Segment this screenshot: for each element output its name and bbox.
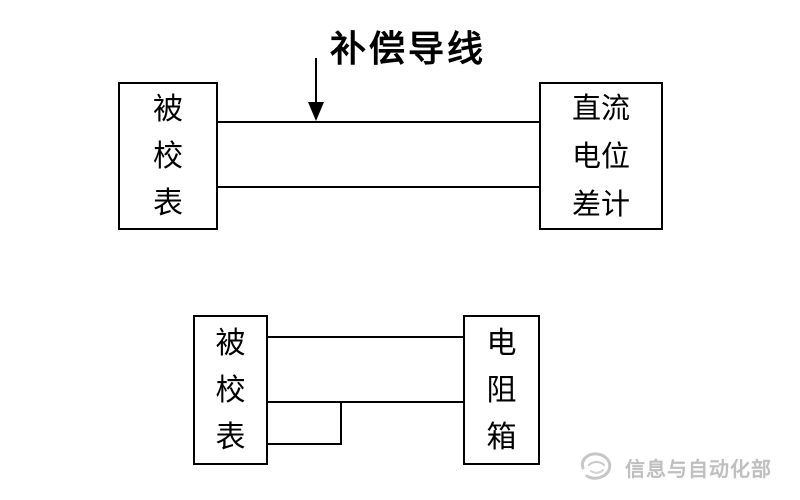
box-label-row: 差计 (571, 187, 630, 221)
compensation-wire-label: 补偿导线 (330, 29, 487, 70)
watermark-swirl-logo-icon (580, 452, 612, 480)
bottom-upper-wire (266, 336, 465, 338)
box-label-char: 电 (486, 325, 517, 361)
top-right-box-dc-potentiometer: 直流 电位 差计 (539, 82, 663, 230)
bottom-left-box-meter-under-test: 被 校 表 (193, 315, 268, 465)
box-label-char: 箱 (486, 419, 517, 455)
box-label-char: 被 (215, 325, 246, 361)
box-label-char: 阻 (486, 372, 517, 408)
box-label-char: 表 (153, 185, 183, 221)
box-label-char: 被 (153, 91, 183, 127)
bottom-right-box-resistance-box: 电 阻 箱 (463, 315, 540, 465)
box-label-row: 直流 (571, 91, 630, 125)
top-left-box-meter-under-test: 被 校 表 (118, 82, 218, 230)
down-arrow-icon (308, 102, 324, 121)
box-label-row: 电位 (571, 139, 630, 173)
bottom-jumper-vertical-wire (340, 401, 342, 445)
box-label-char: 校 (153, 138, 183, 174)
box-label-char: 表 (215, 419, 246, 455)
box-label-char: 校 (215, 372, 246, 408)
top-lower-wire (216, 186, 541, 188)
bottom-jumper-stub-wire (266, 443, 342, 445)
watermark-text: 信息与自动化部 (625, 456, 772, 481)
bottom-middle-wire (266, 401, 465, 403)
down-arrow-shaft (315, 58, 317, 104)
top-upper-wire (216, 121, 541, 123)
watermark: 信息与自动化部 (576, 450, 772, 484)
